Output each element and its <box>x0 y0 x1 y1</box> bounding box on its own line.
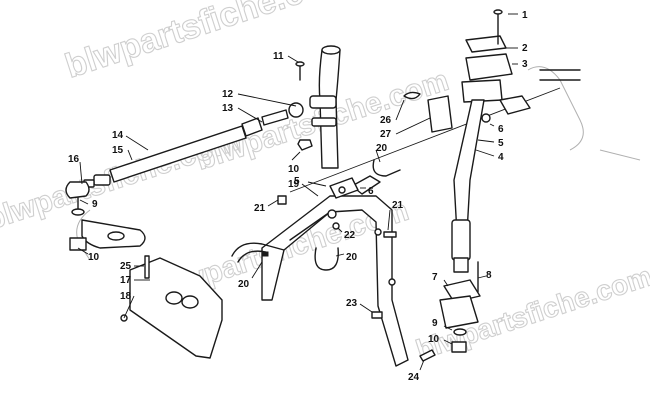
steering-column <box>451 79 503 273</box>
callout-10-left: 10 <box>88 252 100 263</box>
lower-column-bracket <box>439 261 481 353</box>
fasteners <box>277 195 436 362</box>
callout-11: 11 <box>273 51 284 62</box>
callout-24: 24 <box>408 372 420 383</box>
skid-plate <box>120 255 223 359</box>
callout-25: 25 <box>120 261 132 272</box>
callout-14: 14 <box>112 130 124 141</box>
callout-4: 4 <box>498 152 504 163</box>
callout-17: 17 <box>120 275 132 286</box>
callout-6-column: 6 <box>498 124 504 135</box>
callout-7: 7 <box>432 272 438 283</box>
callout-21-left: 21 <box>254 203 266 214</box>
callout-20-top: 20 <box>376 143 388 154</box>
callout-6-center: 6 <box>368 186 374 197</box>
callout-18: 18 <box>120 291 132 302</box>
callout-13: 13 <box>222 103 234 114</box>
tie-rod-assembly <box>65 102 304 216</box>
callout-5-column: 5 <box>498 138 504 149</box>
callout-9-left: 9 <box>92 199 98 210</box>
callout-8: 8 <box>486 270 492 281</box>
callout-16: 16 <box>68 154 80 165</box>
center-steering-bracket <box>329 177 359 199</box>
callout-22: 22 <box>344 230 356 241</box>
callout-12: 12 <box>222 89 234 100</box>
spindle-arm <box>69 219 146 251</box>
steering-support-frame <box>261 175 409 367</box>
callout-23: 23 <box>346 298 358 309</box>
callout-27: 27 <box>380 129 392 140</box>
callout-20-center: 20 <box>346 252 358 263</box>
callout-2: 2 <box>522 43 528 54</box>
callout-20-left: 20 <box>238 279 250 290</box>
u-bolt-clamps <box>231 159 401 271</box>
callout-21-right: 21 <box>392 200 404 211</box>
callouts: 1 2 3 4 5 5 6 6 7 8 9 9 10 10 10 11 12 <box>68 10 528 383</box>
callout-26: 26 <box>380 115 392 126</box>
callout-10-post: 10 <box>288 164 300 175</box>
right-mount <box>539 69 581 81</box>
callout-5-frame: 5 <box>294 176 300 187</box>
callout-10-right: 10 <box>428 334 440 345</box>
handlebar-clamps <box>465 9 531 115</box>
callout-3: 3 <box>522 59 528 70</box>
bracket-plate <box>403 91 453 133</box>
watermark-top: blwpartsfiche.com <box>61 0 357 86</box>
callout-19: 19 <box>288 179 300 190</box>
handlebar-post <box>309 45 341 169</box>
callout-9-right: 9 <box>432 318 438 329</box>
post-nut <box>295 61 313 151</box>
callout-15: 15 <box>112 145 124 156</box>
callout-1: 1 <box>522 10 528 21</box>
